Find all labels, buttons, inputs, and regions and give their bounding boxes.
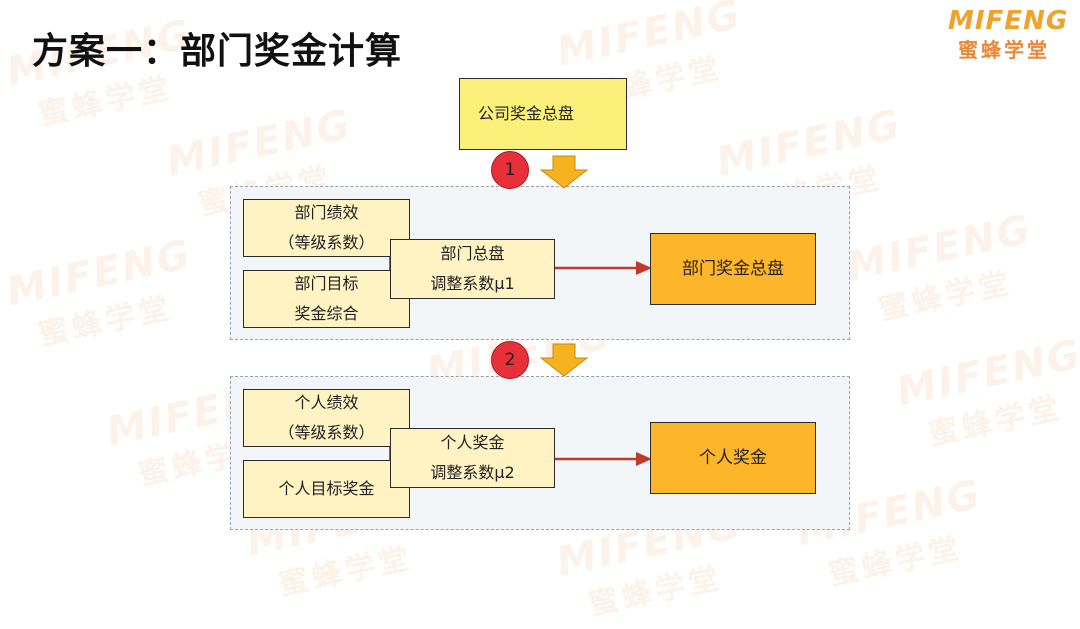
dept-adjust-line1: 部门总盘 [440, 243, 505, 263]
dept-bonus-pool-label: 部门奖金总盘 [682, 258, 784, 279]
person-adjust-line2: 调整系数μ2 [430, 463, 515, 482]
dept-target-line2: 奖金综合 [294, 304, 359, 323]
person-adjust-box: 个人奖金 调整系数μ2 [390, 428, 555, 488]
dept-red-arrow [555, 261, 652, 275]
dept-performance-line1: 部门绩效 [294, 202, 359, 222]
dept-performance-box: 部门绩效 （等级系数） [243, 199, 410, 257]
logo: MIFENG 蜜蜂学堂 [948, 6, 1069, 63]
dept-adjust-box: 部门总盘 调整系数μ1 [390, 239, 555, 299]
flow-connectors [389, 155, 652, 466]
logo-text-zh: 蜜蜂学堂 [958, 38, 1050, 62]
dept-adjust-line2: 调整系数μ1 [430, 274, 515, 293]
person-performance-line1: 个人绩效 [294, 392, 359, 412]
dept-target-box: 部门目标 奖金综合 [243, 270, 410, 328]
step-two-badge: 2 [491, 341, 529, 379]
dept-bonus-pool-box: 部门奖金总盘 [650, 233, 816, 305]
person-performance-box: 个人绩效 （等级系数） [243, 389, 410, 447]
person-performance-line2: （等级系数） [278, 423, 375, 442]
logo-text-en: MIFENG [948, 6, 1069, 36]
person-target-box: 个人目标奖金 [243, 460, 410, 518]
person-bonus-label: 个人奖金 [699, 447, 767, 468]
step-two-down-arrow [539, 343, 589, 377]
person-bonus-box: 个人奖金 [650, 422, 816, 494]
person-adjust-line1: 个人奖金 [440, 432, 505, 452]
step-one-down-arrow [539, 155, 589, 189]
company-bonus-pool-label: 公司奖金总盘 [478, 103, 575, 123]
person-red-arrow [555, 452, 652, 466]
step-one-badge: 1 [491, 151, 529, 189]
dept-target-line1: 部门目标 [294, 273, 359, 293]
company-bonus-pool-box: 公司奖金总盘 [459, 78, 627, 150]
person-target-label: 个人目标奖金 [278, 478, 375, 498]
dept-performance-line2: （等级系数） [278, 233, 375, 252]
page-title: 方案一：部门奖金计算 [32, 31, 403, 72]
